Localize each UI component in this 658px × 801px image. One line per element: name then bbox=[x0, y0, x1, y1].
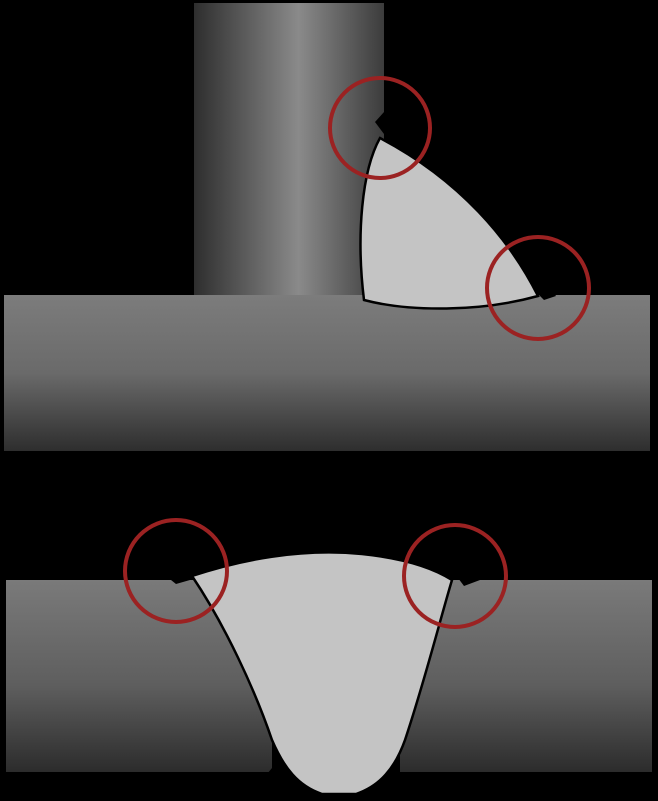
root-notch bbox=[262, 768, 282, 780]
groove-weld-bead bbox=[190, 551, 454, 796]
undercut-notch bbox=[455, 572, 480, 586]
fillet-weld-panel bbox=[4, 3, 650, 451]
defect-highlight-circle bbox=[402, 523, 508, 629]
defect-highlight-circle bbox=[328, 76, 432, 180]
root-notch bbox=[388, 768, 406, 780]
undercut-notch bbox=[166, 573, 190, 584]
undercut-notch bbox=[375, 112, 384, 134]
vertical-member bbox=[194, 3, 384, 295]
base-plate-top bbox=[4, 295, 650, 451]
fillet-weld-bead bbox=[359, 136, 540, 310]
defect-highlight-circle bbox=[123, 518, 229, 624]
defect-highlight-circle bbox=[485, 235, 591, 341]
groove-weld-panel bbox=[6, 518, 652, 796]
undercut-notch bbox=[535, 290, 556, 300]
